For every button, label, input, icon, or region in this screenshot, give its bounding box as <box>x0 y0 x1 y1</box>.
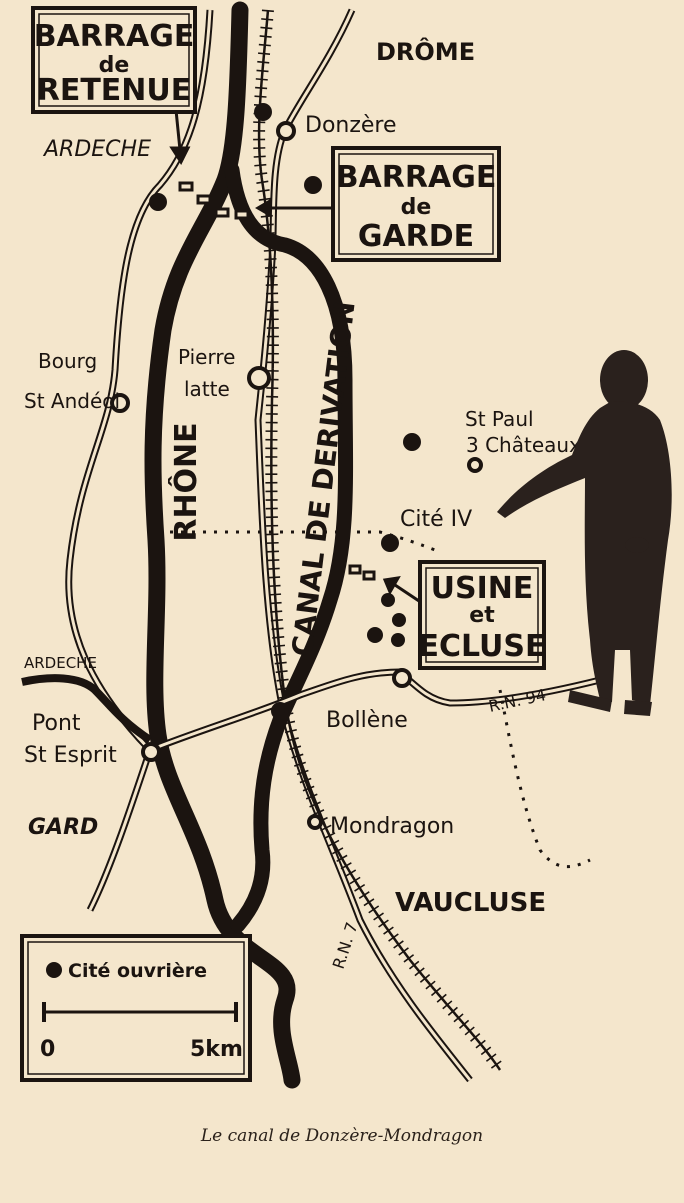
label-st-paul-1: St Paul <box>465 407 534 431</box>
label-cite-iv: Cité IV <box>400 507 472 532</box>
label-rhone: RHÔNE <box>167 422 204 541</box>
label-rn94: R.N. 94 <box>487 685 548 716</box>
label-drome: DRÔME <box>376 36 475 66</box>
garde-line1: BARRAGE <box>336 160 497 195</box>
usine-line2: et <box>469 603 495 628</box>
box-barrage-garde: BARRAGE de GARDE <box>331 146 501 262</box>
town-markers <box>110 121 483 830</box>
retenue-line1: BARRAGE <box>34 19 195 54</box>
box-barrage-retenue: BARRAGE de RETENUE <box>31 6 197 114</box>
usine-line3: ECLUSE <box>418 629 545 664</box>
rhone-river <box>144 1 301 1089</box>
label-vaucluse: VAUCLUSE <box>395 888 546 918</box>
cite-markers <box>149 103 421 647</box>
retenue-line2: de <box>99 53 130 78</box>
legend: Cité ouvrière 0 5km <box>20 934 252 1082</box>
garde-line2: de <box>401 195 432 220</box>
dam-structures <box>178 181 376 581</box>
legend-dot <box>46 962 62 978</box>
label-ardeche-bottom: ARDECHE <box>24 654 97 672</box>
label-ardeche-top: ARDECHE <box>42 137 151 162</box>
label-gard: GARD <box>28 815 98 840</box>
dotted-boundary <box>170 530 441 554</box>
man-figure <box>497 350 672 716</box>
label-donzere: Donzère <box>305 113 397 138</box>
caption: Le canal de Donzère-Mondragon <box>200 1126 484 1146</box>
ardeche-river <box>21 674 153 744</box>
label-bourg-1: Bourg <box>38 349 97 373</box>
label-pont-1: Pont <box>32 711 81 736</box>
label-st-paul-2: 3 Châteaux <box>466 433 581 457</box>
label-mondragon: Mondragon <box>330 814 454 839</box>
label-pierrelatte-2: latte <box>184 377 230 401</box>
label-pont-2: St Esprit <box>24 743 117 768</box>
canal <box>224 162 354 933</box>
label-rn7: R.N. 7 <box>329 920 362 971</box>
legend-scale-end: 5km <box>190 1037 243 1062</box>
legend-scale-start: 0 <box>40 1037 55 1062</box>
usine-line1: USINE <box>431 571 534 606</box>
dotted-boundary-east <box>498 689 591 869</box>
box-usine-ecluse: USINE et ECLUSE <box>418 560 546 670</box>
label-pierrelatte-1: Pierre <box>178 345 235 369</box>
arrows <box>169 109 426 607</box>
legend-cite: Cité ouvrière <box>68 960 207 982</box>
label-bourg-2: St Andéol <box>24 389 120 413</box>
garde-line3: GARDE <box>358 219 474 254</box>
label-bollene: Bollène <box>326 708 408 733</box>
railway <box>253 9 505 1074</box>
retenue-line3: RETENUE <box>37 73 192 108</box>
